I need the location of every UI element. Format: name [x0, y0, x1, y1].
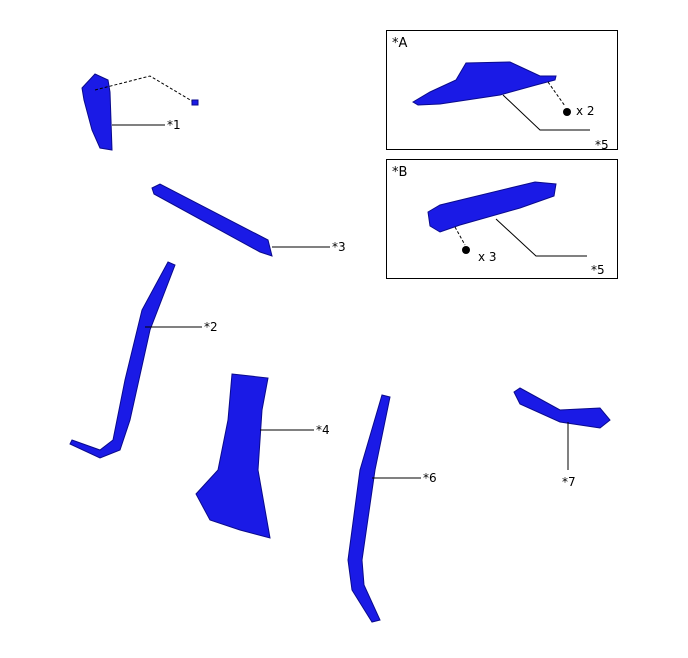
part-2: [69, 261, 176, 459]
part-5-a: [412, 61, 557, 106]
label-part-1: *1: [167, 118, 181, 132]
inset-a-qty: x 2: [576, 104, 595, 118]
label-part-7: *7: [562, 475, 576, 489]
inset-b-title: *B: [392, 165, 408, 180]
inset-b-part-label: *5: [591, 263, 605, 277]
part-7: [513, 387, 611, 429]
leader-lines: [94, 75, 590, 479]
part-6: [347, 394, 391, 623]
part-5-b: [427, 181, 557, 233]
label-part-4: *4: [316, 423, 330, 437]
inset-a-title: *A: [392, 36, 408, 51]
label-part-2: *2: [204, 320, 218, 334]
part-1: [81, 73, 113, 151]
part-1-clip: [191, 99, 199, 106]
inset-b-qty: x 3: [478, 250, 497, 264]
inset-a-part-label: *5: [595, 138, 609, 152]
part-3: [151, 183, 273, 257]
label-part-6: *6: [423, 471, 437, 485]
part-4: [195, 373, 271, 539]
inset-b: [386, 159, 618, 279]
label-part-3: *3: [332, 240, 346, 254]
bolt-icon-b: [462, 246, 470, 254]
bolt-icon-a: [563, 108, 571, 116]
